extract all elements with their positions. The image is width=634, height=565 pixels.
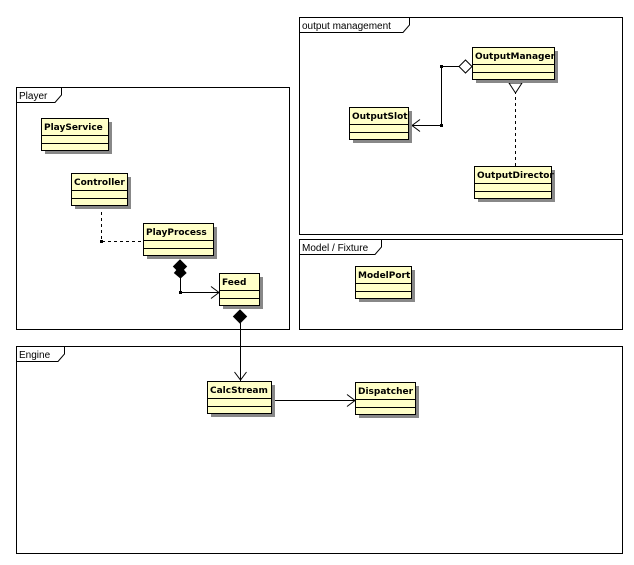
class-box: [219, 273, 260, 306]
class-box: [143, 223, 214, 256]
class-name: Controller: [74, 178, 125, 188]
class-controller[interactable]: Controller: [71, 173, 131, 210]
class-box: [207, 381, 272, 414]
package-engine[interactable]: Engine: [16, 346, 623, 554]
realization-triangle-icon: [508, 82, 523, 94]
class-modelport[interactable]: ModelPort: [355, 266, 415, 303]
bend-point: [179, 291, 182, 294]
class-outputdirector[interactable]: OutputDirector: [474, 166, 555, 203]
package-output-management[interactable]: output management: [299, 17, 623, 235]
class-name: OutputManager: [475, 52, 556, 62]
package-frame: [299, 239, 623, 330]
relation-controller-playprocess[interactable]: [100, 206, 143, 243]
class-dispatcher[interactable]: Dispatcher: [355, 382, 419, 419]
package-frame: [299, 17, 623, 235]
relation-calcstream-dispatcher[interactable]: [275, 394, 356, 407]
class-calcstream[interactable]: CalcStream: [207, 381, 275, 418]
association-line: [412, 66, 459, 126]
relation-outputmanager-outputslot[interactable]: [411, 59, 473, 132]
bend-point: [100, 240, 103, 243]
association-line: [180, 273, 219, 293]
class-name: ModelPort: [358, 271, 411, 281]
class-name: PlayProcess: [146, 228, 207, 238]
class-box: [474, 166, 552, 199]
class-playprocess[interactable]: PlayProcess: [143, 223, 217, 260]
package-frame: [16, 346, 623, 554]
package-tab: [299, 17, 410, 33]
navigability-arrow-icon: [234, 371, 247, 381]
package-model-fixture[interactable]: Model / Fixture: [299, 239, 623, 330]
class-outputmanager[interactable]: OutputManager: [472, 47, 558, 84]
package-label: Player: [19, 91, 48, 102]
package-label: Model / Fixture: [302, 243, 369, 254]
class-name: PlayService: [44, 123, 103, 133]
package-tab: [16, 346, 65, 362]
package-tab: [16, 87, 62, 103]
class-box: [472, 47, 555, 80]
class-box: [355, 382, 416, 415]
bend-point: [440, 124, 443, 127]
package-frame: [16, 87, 290, 330]
class-outputslot[interactable]: OutputSlot: [349, 107, 412, 144]
class-name: OutputDirector: [477, 171, 554, 181]
relation-playprocess-feed[interactable]: [172, 259, 220, 299]
composition-diamond-icon: [232, 309, 248, 324]
bend-point: [440, 65, 443, 68]
aggregation-diamond-icon: [458, 59, 473, 74]
class-name: Feed: [222, 278, 246, 288]
relation-outputdirector-outputmanager[interactable]: [508, 82, 523, 166]
class-box: [41, 118, 109, 151]
class-name: Dispatcher: [358, 387, 414, 397]
class-box: [355, 266, 412, 299]
class-name: CalcStream: [210, 386, 268, 396]
package-label: output management: [302, 21, 391, 32]
relation-feed-calcstream[interactable]: [232, 309, 248, 381]
class-box: [349, 107, 409, 140]
class-box: [71, 173, 128, 206]
package-label: Engine: [19, 350, 51, 361]
class-playservice[interactable]: PlayService: [41, 118, 112, 155]
package-tab: [299, 239, 382, 255]
class-name: OutputSlot: [352, 112, 408, 122]
class-feed[interactable]: Feed: [219, 273, 263, 310]
package-player[interactable]: Player: [16, 87, 290, 330]
dependency-line: [101, 206, 143, 242]
